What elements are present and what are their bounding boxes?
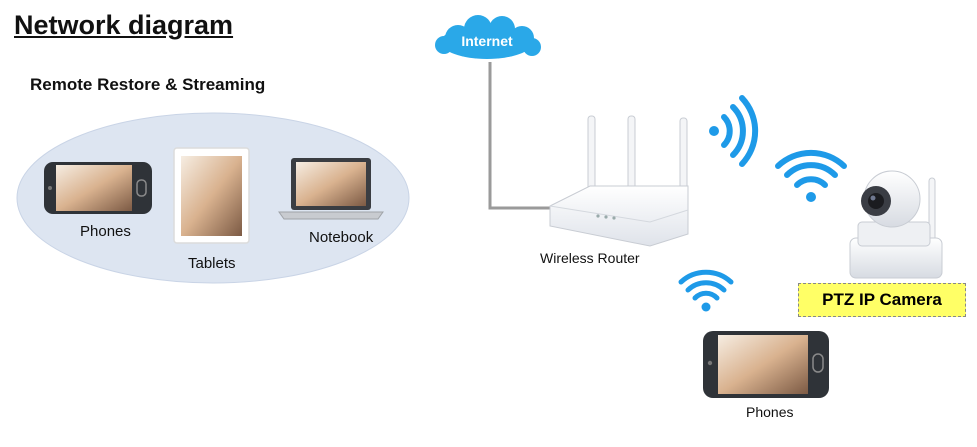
section-subtitle: Remote Restore & Streaming: [30, 75, 266, 94]
camera-callout-label: PTZ IP Camera: [798, 283, 966, 317]
internet-cloud-icon: [435, 15, 541, 59]
wireless-router-icon: [549, 115, 689, 247]
remote-phones-label: Phones: [746, 404, 794, 420]
notebook-label: Notebook: [309, 229, 374, 246]
phone-wifi-icon: [678, 269, 734, 312]
tablet-icon: [173, 147, 250, 244]
camera-wifi-icon: [775, 149, 847, 202]
router-wifi-icon: [709, 95, 759, 167]
internet-label: Internet: [461, 33, 513, 49]
router-label: Wireless Router: [540, 250, 640, 266]
internet-router-link: [488, 62, 552, 210]
remote-phone-icon: [703, 331, 829, 398]
phones-label: Phones: [80, 223, 131, 240]
tablets-label: Tablets: [188, 255, 236, 272]
ptz-camera-icon: [849, 170, 943, 279]
page-title: Network diagram: [14, 10, 234, 40]
phone-icon: [44, 162, 152, 214]
notebook-icon: [278, 158, 384, 220]
